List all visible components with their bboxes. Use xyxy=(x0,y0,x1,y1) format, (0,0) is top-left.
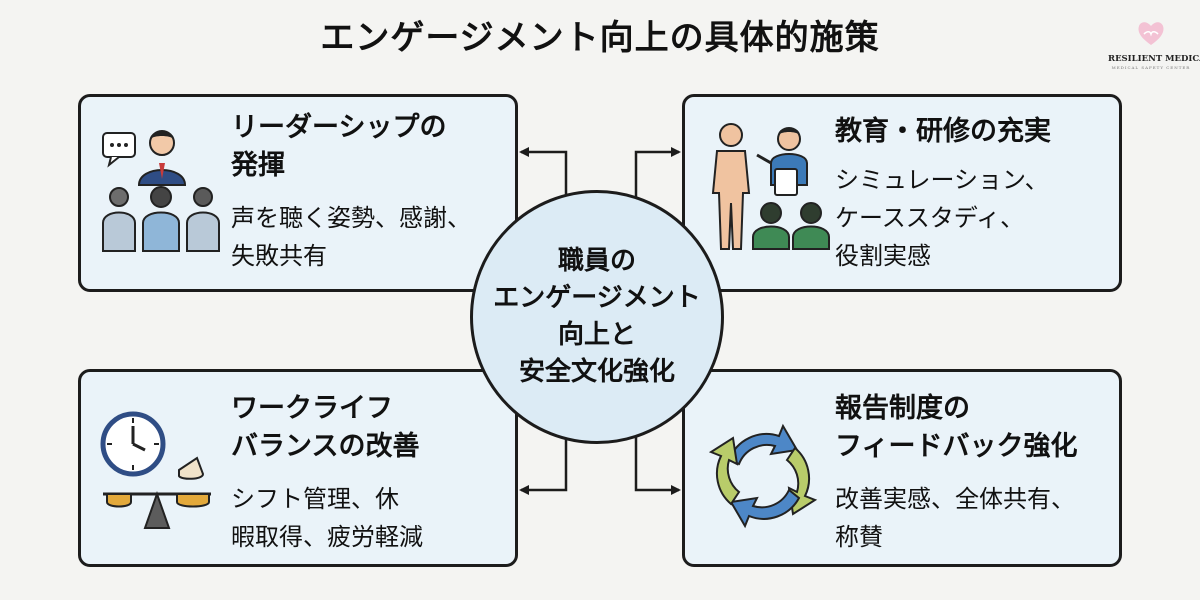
hub-line: 安全文化強化 xyxy=(518,357,675,387)
card-title-line: ワークライフ xyxy=(231,393,393,424)
card-body-line: 暇取得、疲労軽減 xyxy=(231,523,423,551)
logo-brand: RESILIENT MEDICAL xyxy=(1108,54,1200,64)
page-title: エンゲージメント向上の具体的施策 xyxy=(320,18,880,58)
card-body-line: 声を聴く姿勢、感謝、 xyxy=(231,204,471,232)
logo-tagline: MEDICAL SAFETY CENTER xyxy=(1111,65,1191,70)
card-body-line: 失敗共有 xyxy=(231,242,327,270)
training-simulation-icon xyxy=(711,123,830,250)
leader-speaking-icon xyxy=(102,130,220,252)
card-title-line: リーダーシップの xyxy=(231,112,447,143)
card-title-line: 教育・研修の充実 xyxy=(835,116,1051,147)
card-body-line: シフト管理、休 xyxy=(231,485,399,513)
arrow-to-bottom-right xyxy=(634,434,681,495)
clock-balance-icon xyxy=(100,411,211,529)
card-body-line: 称賛 xyxy=(835,523,883,551)
hub-line: 向上と xyxy=(557,320,636,350)
card-education: 教育・研修の充実 シミュレーション、 ケーススタディ、 役割実感 xyxy=(682,94,1122,292)
card-body-line: 改善実感、全体共有、 xyxy=(835,485,1075,513)
cycle-arrows-icon xyxy=(709,423,818,529)
card-title-line: 発揮 xyxy=(231,150,285,181)
card-body-line: ケーススタディ、 xyxy=(835,204,1025,232)
arrow-to-bottom-left xyxy=(519,434,568,495)
arrow-to-top-right xyxy=(634,147,681,200)
card-reporting-feedback: 報告制度の フィードバック強化 改善実感、全体共有、 称賛 xyxy=(682,369,1122,567)
hub-line: エンゲージメント xyxy=(493,283,701,313)
arrow-to-top-left xyxy=(519,147,568,200)
heart-hands-icon xyxy=(1138,22,1164,45)
card-title-line: バランスの改善 xyxy=(231,431,420,462)
card-title-line: フィードバック強化 xyxy=(835,431,1078,462)
card-work-life-balance: ワークライフ バランスの改善 シフト管理、休 暇取得、疲労軽減 xyxy=(78,369,518,567)
brand-logo: RESILIENT MEDICAL MEDICAL SAFETY CENTER xyxy=(1108,18,1200,78)
card-leadership: リーダーシップの 発揮 声を聴く姿勢、感謝、 失敗共有 xyxy=(78,94,518,292)
card-body-line: シミュレーション、 xyxy=(835,166,1049,194)
card-title-line: 報告制度の xyxy=(835,393,970,424)
center-hub: 職員の エンゲージメント 向上と 安全文化強化 xyxy=(470,190,724,444)
hub-line: 職員の xyxy=(557,246,636,276)
card-body-line: 役割実感 xyxy=(835,242,931,270)
